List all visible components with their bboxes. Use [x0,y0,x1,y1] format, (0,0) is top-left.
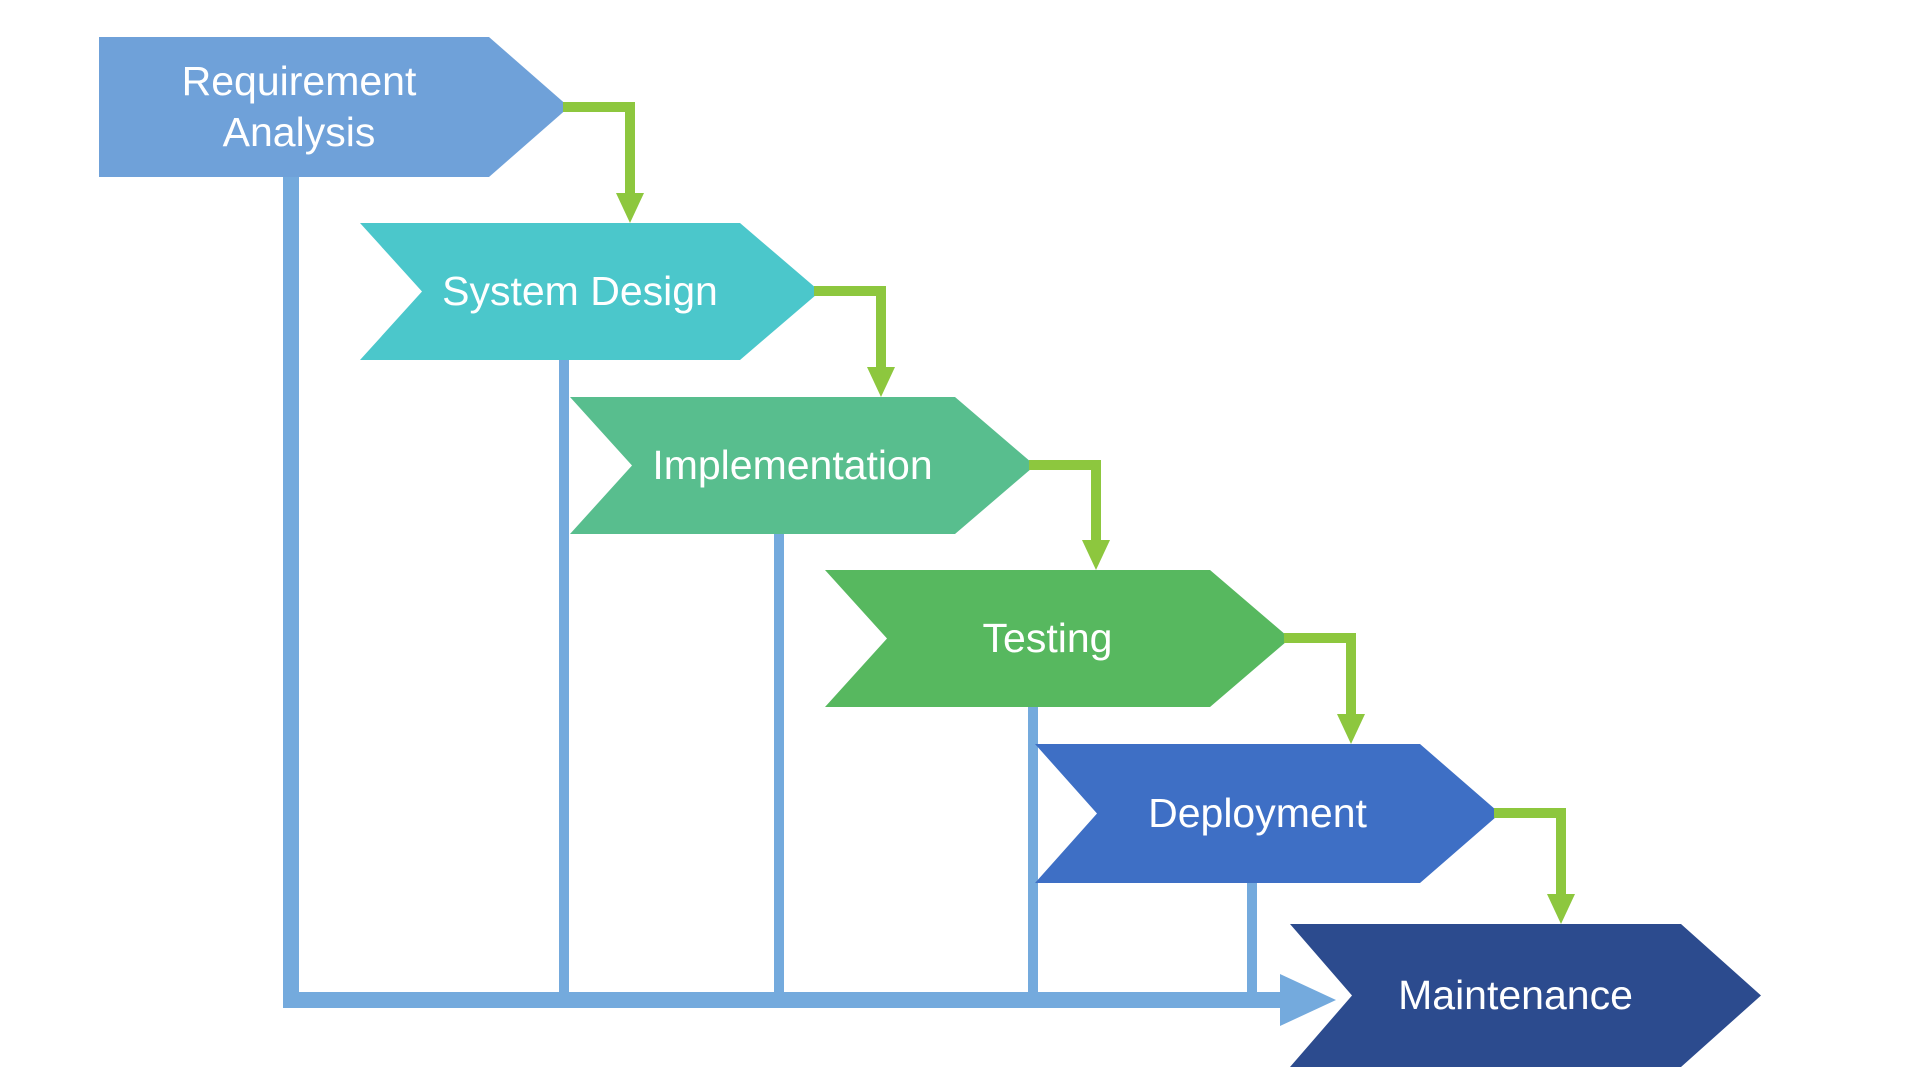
connector-3-vertical [1091,460,1101,540]
flow-line-implementation-drop [774,532,784,1000]
connector-5-vertical [1556,808,1566,894]
stage-deployment: Deployment [1035,744,1500,883]
connector-2-vertical [876,286,886,367]
flow-line-deployment-drop [1247,881,1257,1000]
connector-1-vertical [625,102,635,193]
connector-5-horizontal [1494,808,1566,818]
connector-4-arrowhead-icon [1337,714,1365,744]
stage-label: Deployment [1148,789,1367,836]
flow-line-requirement-drop [283,175,299,1008]
stage-label: System Design [442,267,718,314]
stage-system-design: System Design [360,223,820,360]
connector-3-horizontal [1029,460,1101,470]
stage-testing: Testing [825,570,1290,707]
stage-label: Requirement Analysis [181,57,417,155]
connector-4-horizontal [1284,633,1356,643]
stage-label: Maintenance [1398,971,1633,1018]
connector-5-arrowhead-icon [1547,894,1575,924]
stage-maintenance: Maintenance [1290,924,1761,1067]
stage-label: Implementation [652,441,933,488]
flow-line-horizontal [283,992,1283,1008]
connector-3-arrowhead-icon [1082,540,1110,570]
connector-4-vertical [1346,633,1356,714]
flow-arrowhead-icon [1280,974,1336,1026]
stage-label: Testing [982,614,1113,661]
flow-line-testing-drop [1028,705,1038,1000]
connector-1-horizontal [563,102,635,112]
connector-2-horizontal [814,286,886,296]
stage-requirement-analysis: Requirement Analysis [99,37,569,177]
flow-line-design-drop [559,358,569,1000]
connector-1-arrowhead-icon [616,193,644,223]
stage-implementation: Implementation [570,397,1035,534]
connector-2-arrowhead-icon [867,367,895,397]
